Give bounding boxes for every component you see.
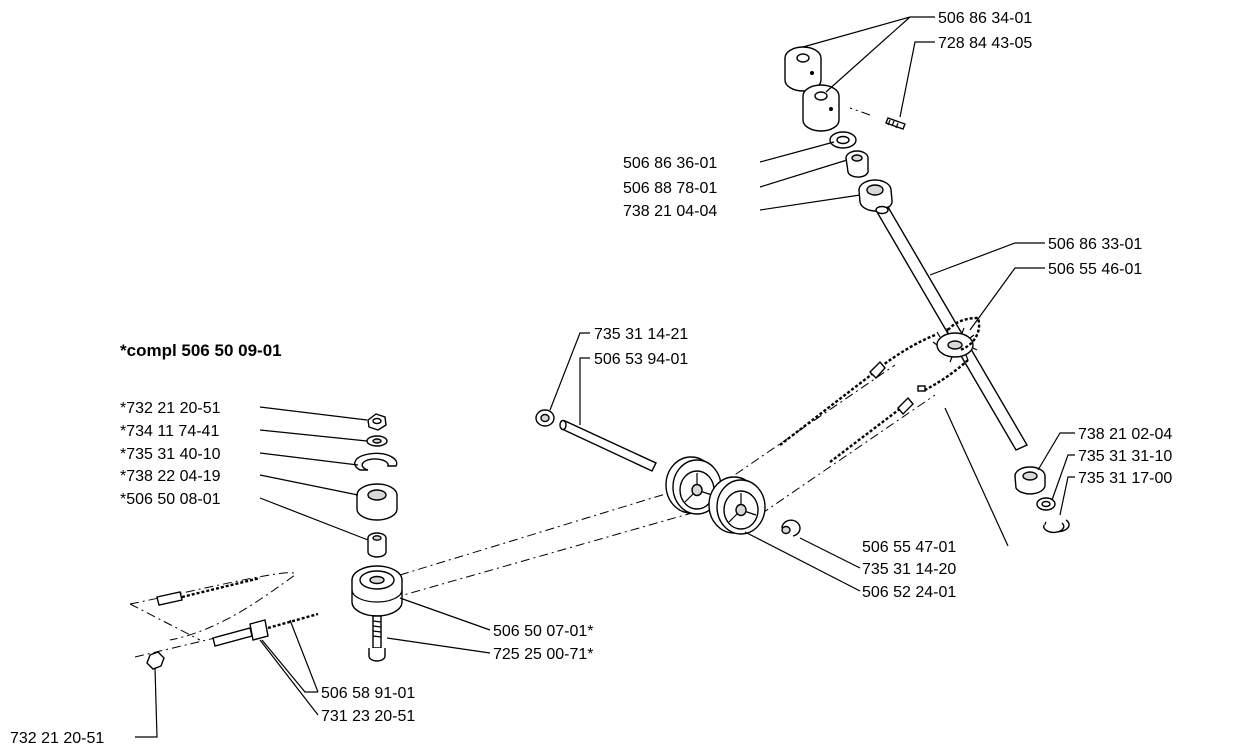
label-725-25-00-71-kit: 725 25 00-71* — [493, 646, 594, 663]
label-738-22-04-19-kit: *738 22 04-19 — [120, 468, 221, 485]
label-728-84-43-05: 728 84 43-05 — [938, 35, 1032, 52]
label-506-88-78-01: 506 88 78-01 — [623, 180, 717, 197]
pulley-shaft — [559, 419, 657, 472]
pulley-left — [665, 456, 722, 515]
label-731-23-20-51: 731 23 20-51 — [321, 708, 415, 725]
label-735-31-40-10-kit: *735 31 40-10 — [120, 446, 221, 463]
collar-lower — [802, 84, 840, 132]
control-rods — [779, 360, 914, 463]
label-506-55-46-01: 506 55 46-01 — [1048, 261, 1142, 278]
label-738-21-02-04: 738 21 02-04 — [1078, 426, 1172, 443]
label-506-58-91-01: 506 58 91-01 — [321, 685, 415, 702]
bolt-kit — [368, 615, 386, 662]
label-735-31-14-21: 735 31 14-21 — [594, 326, 688, 343]
label-506-50-07-01-kit: 506 50 07-01* — [493, 623, 594, 640]
label-735-31-31-10: 735 31 31-10 — [1078, 448, 1172, 465]
label-735-31-14-20: 735 31 14-20 — [862, 561, 956, 578]
label-506-52-24-01: 506 52 24-01 — [862, 584, 956, 601]
pulley-right — [708, 476, 766, 535]
label-506-55-47-01: 506 55 47-01 — [862, 539, 956, 556]
bushing-upper — [845, 150, 869, 178]
washer-small — [366, 435, 388, 447]
bearing-upper — [858, 179, 893, 212]
part-labels: 506 86 34-01 728 84 43-05 506 86 36-01 5… — [10, 10, 1172, 747]
bearing-kit — [356, 483, 398, 521]
label-738-21-04-04: 738 21 04-04 — [623, 203, 717, 220]
cable-assembly — [146, 576, 319, 670]
label-506-50-08-01-kit: *506 50 08-01 — [120, 491, 221, 508]
assembly-note: *compl 506 50 09-01 — [120, 341, 282, 360]
sprocket — [932, 327, 978, 363]
bearing-lower — [1014, 466, 1046, 495]
circlip-right — [781, 519, 801, 537]
label-506-86-33-01: 506 86 33-01 — [1048, 236, 1142, 253]
label-735-31-17-00: 735 31 17-00 — [1078, 470, 1172, 487]
set-screw — [885, 117, 906, 130]
pulley-kit — [351, 565, 403, 617]
circlip-left — [535, 409, 555, 427]
washer-lower — [1036, 497, 1056, 511]
main-shaft — [875, 205, 1028, 451]
label-732-21-20-51-kit: *732 21 20-51 — [120, 400, 221, 417]
label-506-53-94-01: 506 53 94-01 — [594, 351, 688, 368]
label-734-11-74-41-kit: *734 11 74-41 — [120, 423, 219, 440]
label-732-21-20-51: 732 21 20-51 — [10, 730, 104, 747]
label-506-86-36-01: 506 86 36-01 — [623, 155, 717, 172]
circlip-lower — [1043, 519, 1070, 534]
washer-upper — [829, 131, 857, 149]
bushing-kit — [367, 532, 387, 558]
center-lines — [129, 107, 936, 658]
spring-clip — [354, 452, 398, 471]
label-506-86-34-01: 506 86 34-01 — [938, 10, 1032, 27]
nut-top — [367, 413, 387, 431]
leader-lines — [135, 16, 1075, 738]
collar-upper — [784, 46, 822, 92]
